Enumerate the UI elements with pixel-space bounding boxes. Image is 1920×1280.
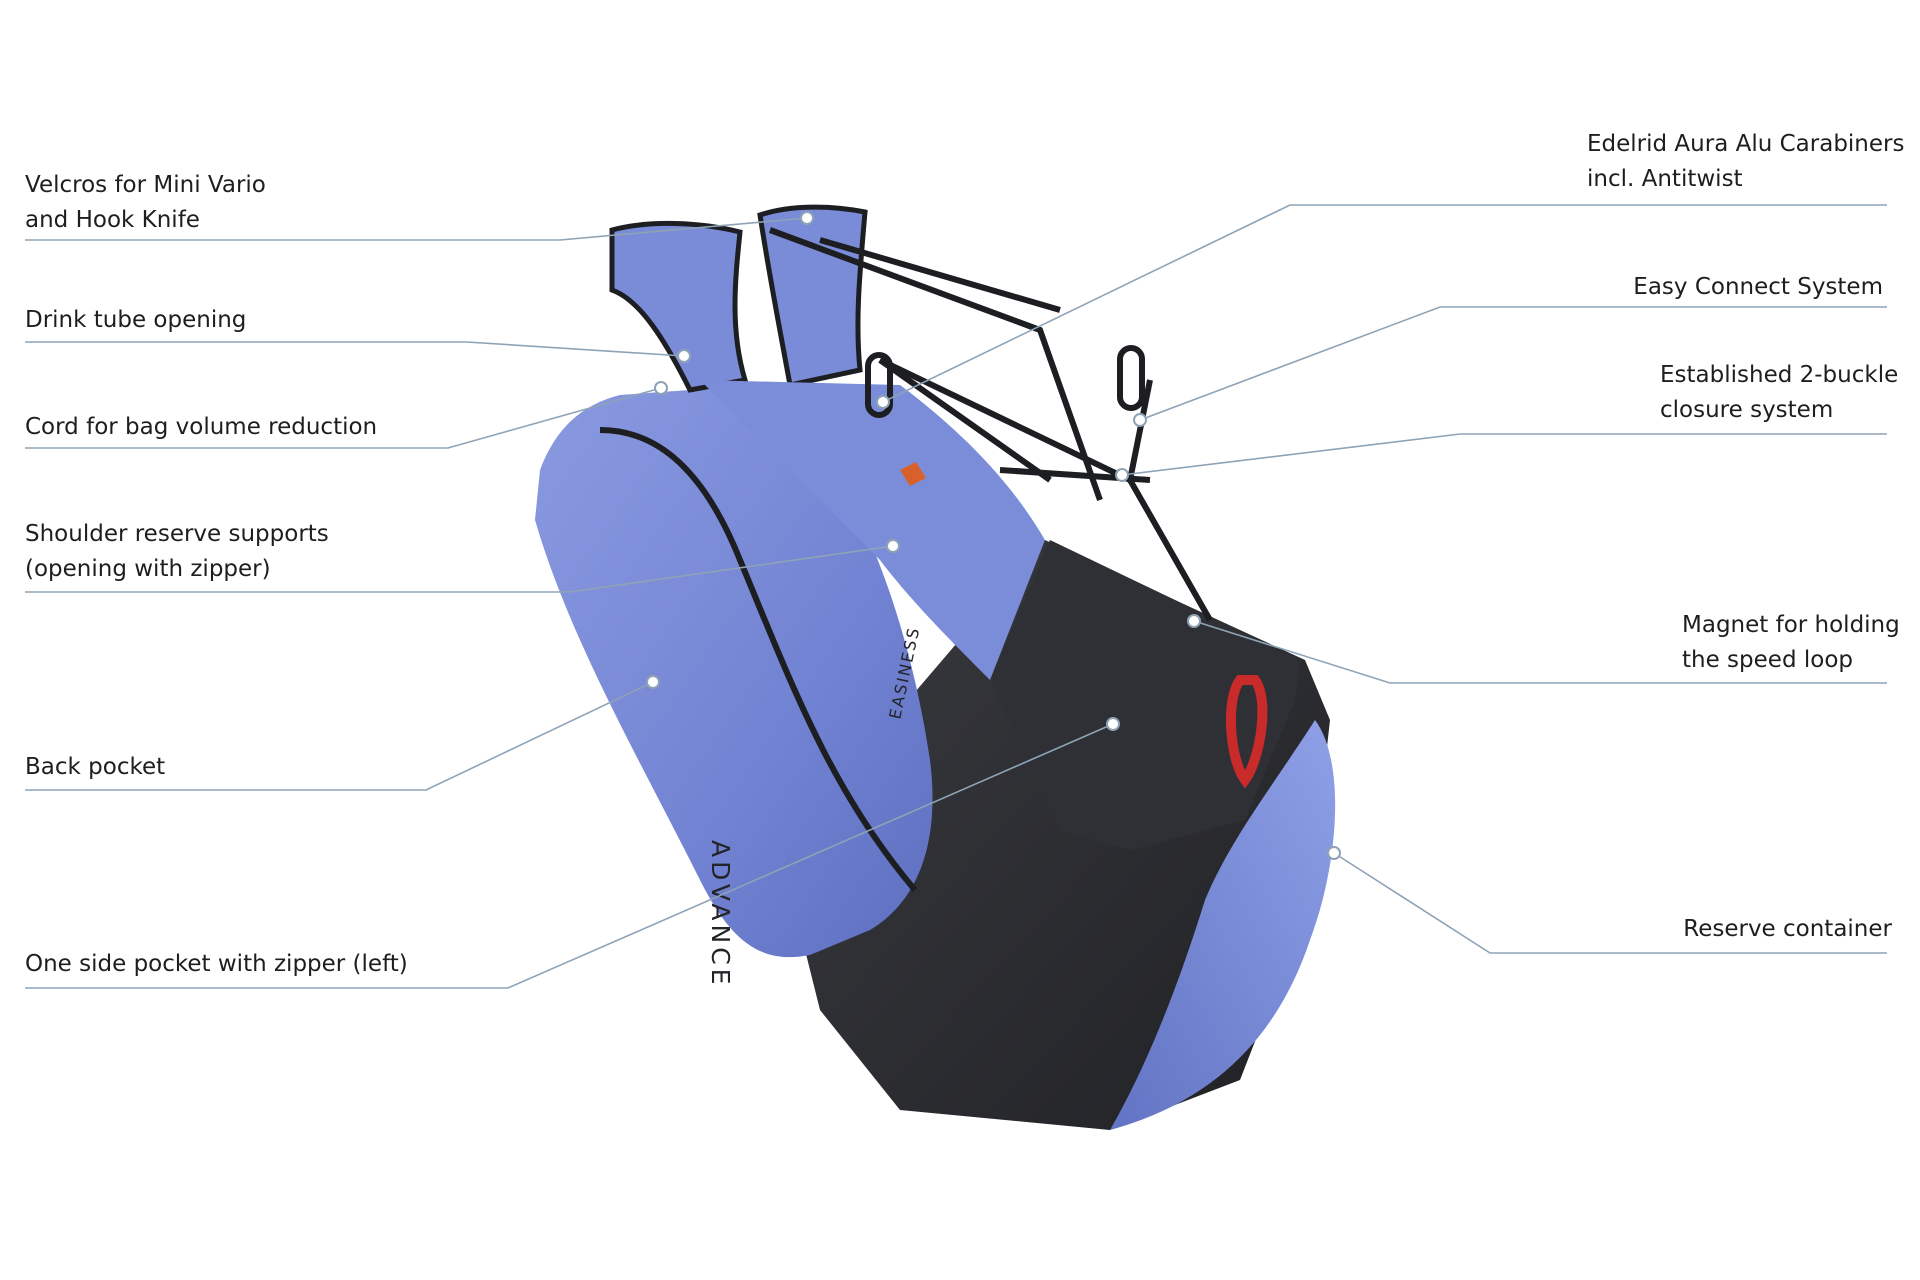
label-cord: Cord for bag volume reduction — [25, 414, 378, 440]
callout-dot-back-pocket — [646, 675, 660, 689]
leader-reserve-container — [1333, 852, 1887, 954]
callout-dot-carabiners — [876, 395, 890, 409]
orange-buckle — [900, 462, 926, 486]
left-carabiner — [865, 352, 893, 418]
leader-shoulder-reserve — [25, 545, 894, 593]
callout-dot-reserve-container — [1327, 846, 1341, 860]
label-buckle: Established 2-buckle closure system — [1660, 362, 1899, 423]
label-reserve-container: Reserve container — [1683, 916, 1892, 942]
leader-lines — [25, 204, 1887, 989]
label-easy-connect: Easy Connect System — [1633, 274, 1883, 300]
label-carabiners: Edelrid Aura Alu Carabiners incl. Antitw… — [1587, 131, 1905, 192]
left-shoulder-strap — [609, 220, 749, 393]
label-velcros: Velcros for Mini Vario and Hook Knife — [25, 172, 266, 233]
leader-side-pocket — [25, 723, 1114, 989]
callout-dot-velcros — [800, 211, 814, 225]
label-shoulder-reserve: Shoulder reserve supports (opening with … — [25, 521, 329, 582]
back-protector — [535, 385, 933, 958]
callout-dot-magnet — [1187, 614, 1201, 628]
label-side-pocket: One side pocket with zipper (left) — [25, 951, 408, 977]
callout-dot-buckle — [1115, 468, 1129, 482]
leader-cord — [25, 387, 662, 449]
right-carabiner — [1117, 345, 1145, 411]
side-panel — [700, 380, 1045, 680]
speed-loop — [1226, 675, 1268, 789]
back-zipper — [599, 427, 918, 892]
callout-dot-side-pocket — [1106, 717, 1120, 731]
leader-drink-tube — [25, 341, 685, 357]
callout-dot-shoulder-reserve — [886, 539, 900, 553]
right-shoulder-strap — [757, 204, 868, 388]
callout-dot-easy-connect — [1133, 413, 1147, 427]
leader-carabiners — [882, 204, 1887, 403]
seat-panel — [990, 540, 1300, 850]
label-drink-tube: Drink tube opening — [25, 307, 247, 333]
callout-dot-cord — [654, 381, 668, 395]
leader-back-pocket — [25, 681, 654, 791]
label-magnet: Magnet for holding the speed loop — [1682, 612, 1900, 673]
callout-dots — [646, 211, 1341, 860]
callout-dot-drink-tube — [677, 349, 691, 363]
leader-easy-connect — [1139, 306, 1887, 421]
leader-buckle — [1121, 433, 1887, 476]
leader-velcros — [25, 217, 808, 241]
label-back-pocket: Back pocket — [25, 754, 166, 780]
leader-magnet — [1193, 620, 1887, 684]
back-logo-text: ADVANCE — [706, 840, 735, 988]
reserve-container-shape — [1110, 720, 1336, 1130]
